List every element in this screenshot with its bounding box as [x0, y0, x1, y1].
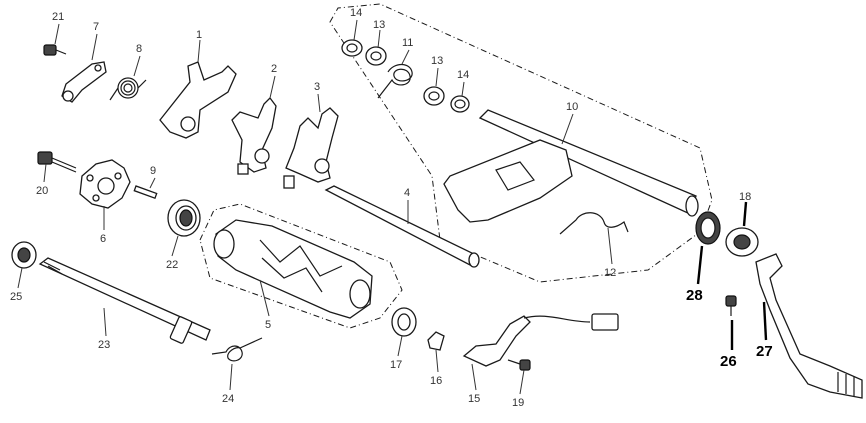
- bolt-21: [43, 44, 67, 56]
- washer-13b: [423, 86, 445, 106]
- shift-shaft-group-outline: [329, 3, 713, 283]
- bolt-19: [507, 359, 531, 371]
- drum-star-plate-6: [79, 159, 131, 209]
- bolt-26: [725, 295, 737, 316]
- callout-13-top: 13: [373, 19, 385, 31]
- callout-18: 18: [739, 191, 751, 203]
- bearing-22: [167, 199, 201, 237]
- gearshift-pedal-27: [755, 253, 863, 399]
- return-spring-24: [211, 337, 263, 362]
- callout-20: 20: [36, 185, 48, 197]
- callout-16: 16: [430, 375, 442, 387]
- fork-shaft-4: [324, 185, 480, 268]
- bearing-18: [725, 227, 759, 257]
- oil-seal-25: [11, 241, 37, 269]
- spring-11: [377, 63, 413, 99]
- shift-fork-1: [159, 61, 237, 139]
- callout-28: 28: [686, 287, 703, 304]
- gearshift-arm-10: [443, 109, 699, 223]
- callout-26: 26: [720, 353, 737, 370]
- callout-1: 1: [196, 29, 202, 41]
- shift-fork-2: [231, 97, 277, 175]
- callout-11: 11: [402, 37, 413, 49]
- callout-14-top: 14: [350, 7, 362, 19]
- callout-19: 19: [512, 397, 524, 409]
- pin-9: [133, 185, 158, 200]
- callout-24: 24: [222, 393, 234, 405]
- gearshift-shaft-23: [38, 257, 211, 344]
- callout-6: 6: [100, 233, 106, 245]
- shift-drum-group-outline: [199, 203, 403, 329]
- shift-drum-5: [213, 219, 373, 319]
- callout-12: 12: [604, 267, 616, 279]
- callout-8: 8: [136, 43, 142, 55]
- washer-13a: [365, 46, 387, 66]
- spring-12: [559, 212, 629, 235]
- callout-3: 3: [314, 81, 320, 93]
- callout-13-bottom: 13: [431, 55, 443, 67]
- bearing-17: [391, 307, 417, 337]
- leader-lines: [17, 19, 768, 395]
- callout-2: 2: [271, 63, 277, 75]
- callout-9: 9: [150, 165, 156, 177]
- oil-seal-28: [695, 211, 721, 245]
- callout-5: 5: [265, 319, 271, 331]
- callout-4: 4: [404, 187, 410, 199]
- callout-10: 10: [566, 101, 578, 113]
- callout-17: 17: [390, 359, 402, 371]
- circlip-14b: [450, 95, 470, 113]
- callout-7: 7: [93, 21, 99, 33]
- callout-23: 23: [98, 339, 110, 351]
- callout-27: 27: [756, 343, 773, 360]
- callout-22: 22: [166, 259, 178, 271]
- switch-assembly-15: [462, 313, 619, 367]
- stopper-spring-8: [109, 77, 147, 101]
- callout-25: 25: [10, 291, 22, 303]
- callout-15: 15: [468, 393, 480, 405]
- circlip-14a: [341, 39, 363, 57]
- clip-16: [427, 331, 445, 351]
- shift-fork-3: [283, 107, 339, 189]
- bolt-20: [37, 151, 77, 173]
- callout-21: 21: [52, 11, 64, 23]
- callout-14-bottom: 14: [457, 69, 469, 81]
- stopper-arm-7: [61, 61, 107, 103]
